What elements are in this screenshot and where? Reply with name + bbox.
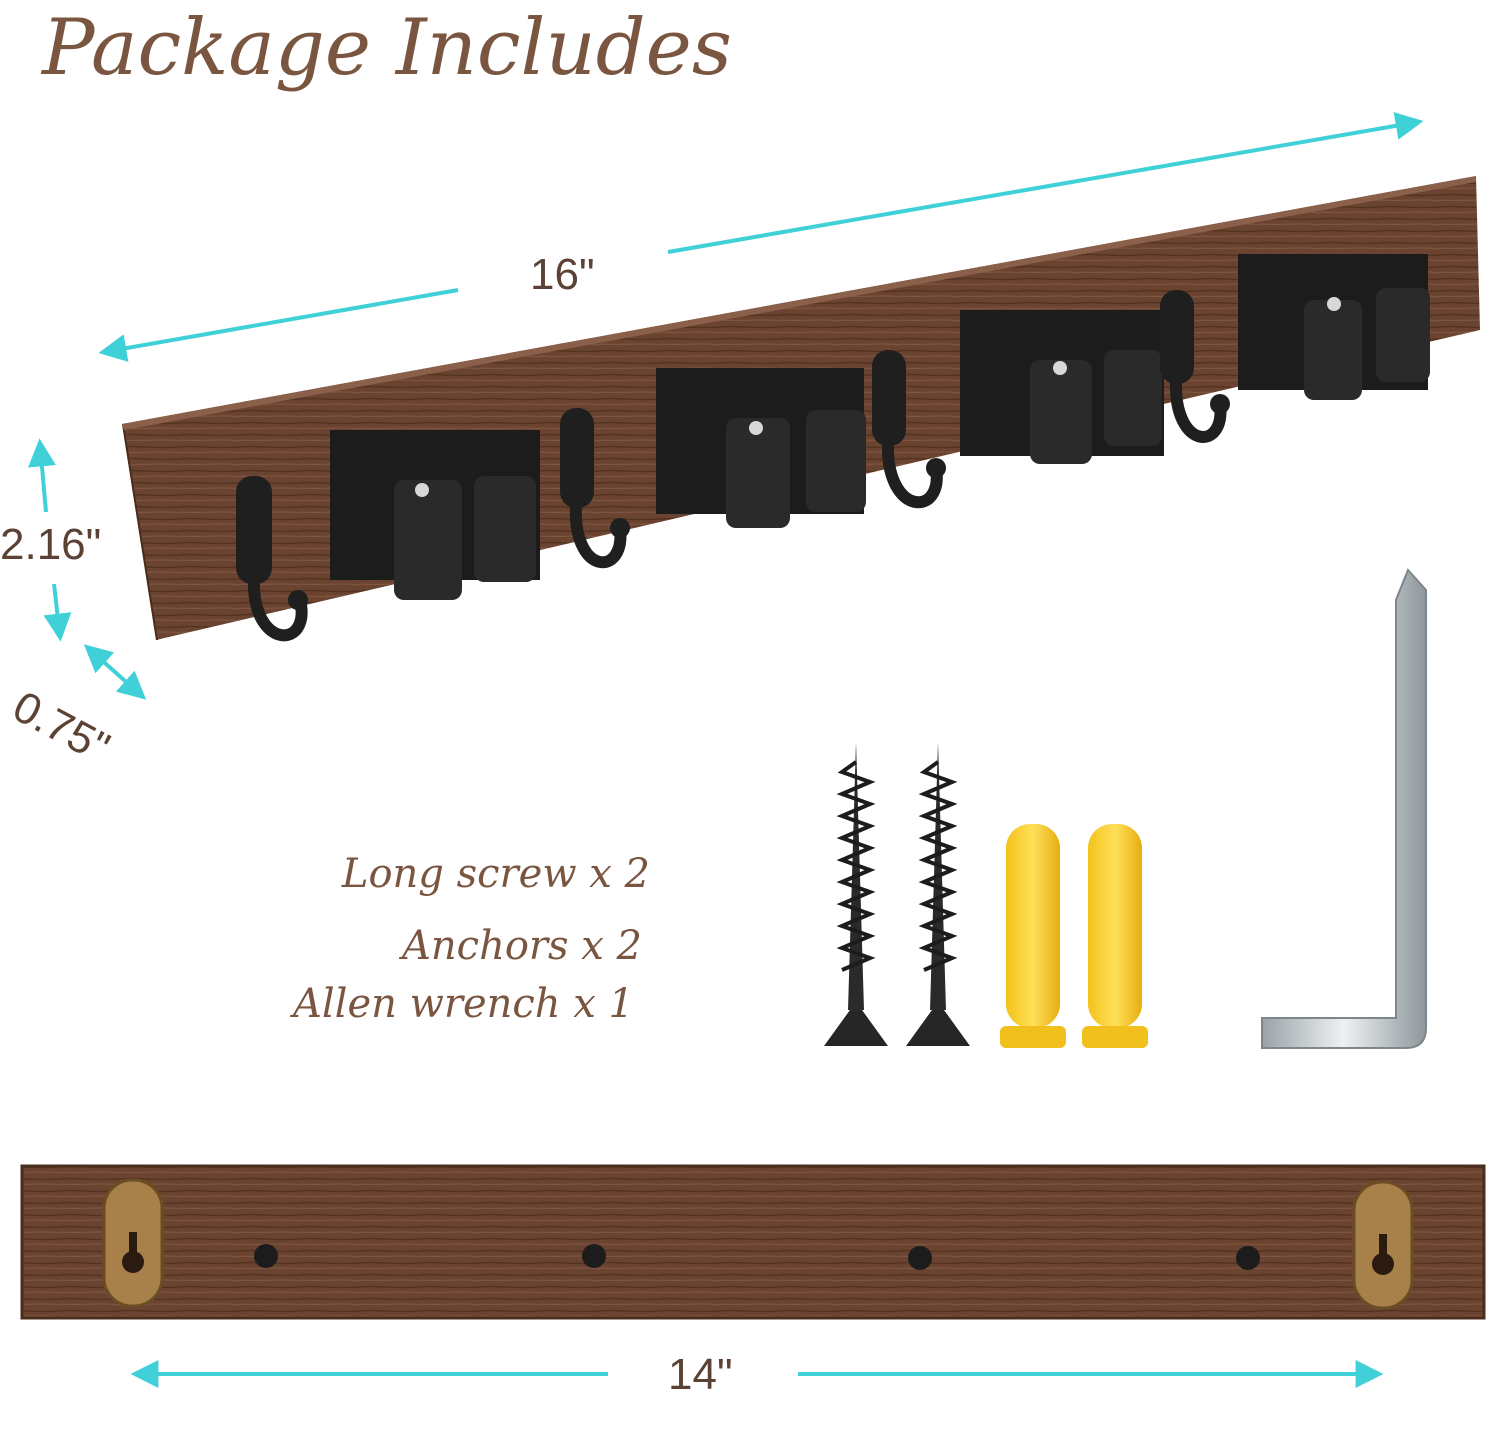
item-label-long-screw: Long screw x 2 bbox=[341, 851, 650, 897]
page-title: Package Includes bbox=[42, 3, 732, 93]
screw-head-icon bbox=[908, 1246, 932, 1270]
wall-anchor-icon bbox=[1082, 824, 1148, 1048]
item-label-allen-wrench: Allen wrench x 1 bbox=[292, 981, 634, 1027]
dimension-arrow-top-right bbox=[667, 112, 1424, 254]
screw-head-icon bbox=[582, 1244, 606, 1268]
robe-hook-icon bbox=[1160, 290, 1230, 443]
mop-holder-clip-icon bbox=[656, 368, 866, 528]
wall-anchor-icon bbox=[1000, 824, 1066, 1048]
dimension-arrow-height-down bbox=[43, 583, 72, 642]
item-label-anchors: Anchors x 2 bbox=[402, 923, 642, 969]
robe-hook-icon bbox=[560, 408, 630, 569]
mop-holder-clip-icon bbox=[1238, 254, 1430, 400]
wood-rack-back-icon bbox=[20, 1164, 1486, 1320]
mop-holder-clip-icon bbox=[330, 430, 540, 600]
screw-head-icon bbox=[254, 1244, 278, 1268]
keyhole-bracket-icon bbox=[102, 1178, 164, 1308]
height-label: 2.16" bbox=[0, 520, 102, 569]
allen-wrench-icon bbox=[1261, 568, 1427, 1049]
keyhole-bracket-icon bbox=[1352, 1180, 1414, 1310]
dimension-arrow-height-up bbox=[28, 438, 56, 513]
length-top-label: 16" bbox=[530, 250, 595, 299]
screw-icon bbox=[906, 742, 970, 1046]
robe-hook-icon bbox=[872, 350, 946, 509]
robe-hook-icon bbox=[236, 476, 308, 642]
dimension-arrow-top-left bbox=[98, 288, 459, 362]
mop-holder-clip-icon bbox=[960, 310, 1164, 464]
length-bottom-label: 14" bbox=[668, 1350, 733, 1399]
screw-icon bbox=[824, 742, 888, 1046]
dimension-arrow-depth bbox=[83, 644, 147, 700]
screw-head-icon bbox=[1236, 1246, 1260, 1270]
